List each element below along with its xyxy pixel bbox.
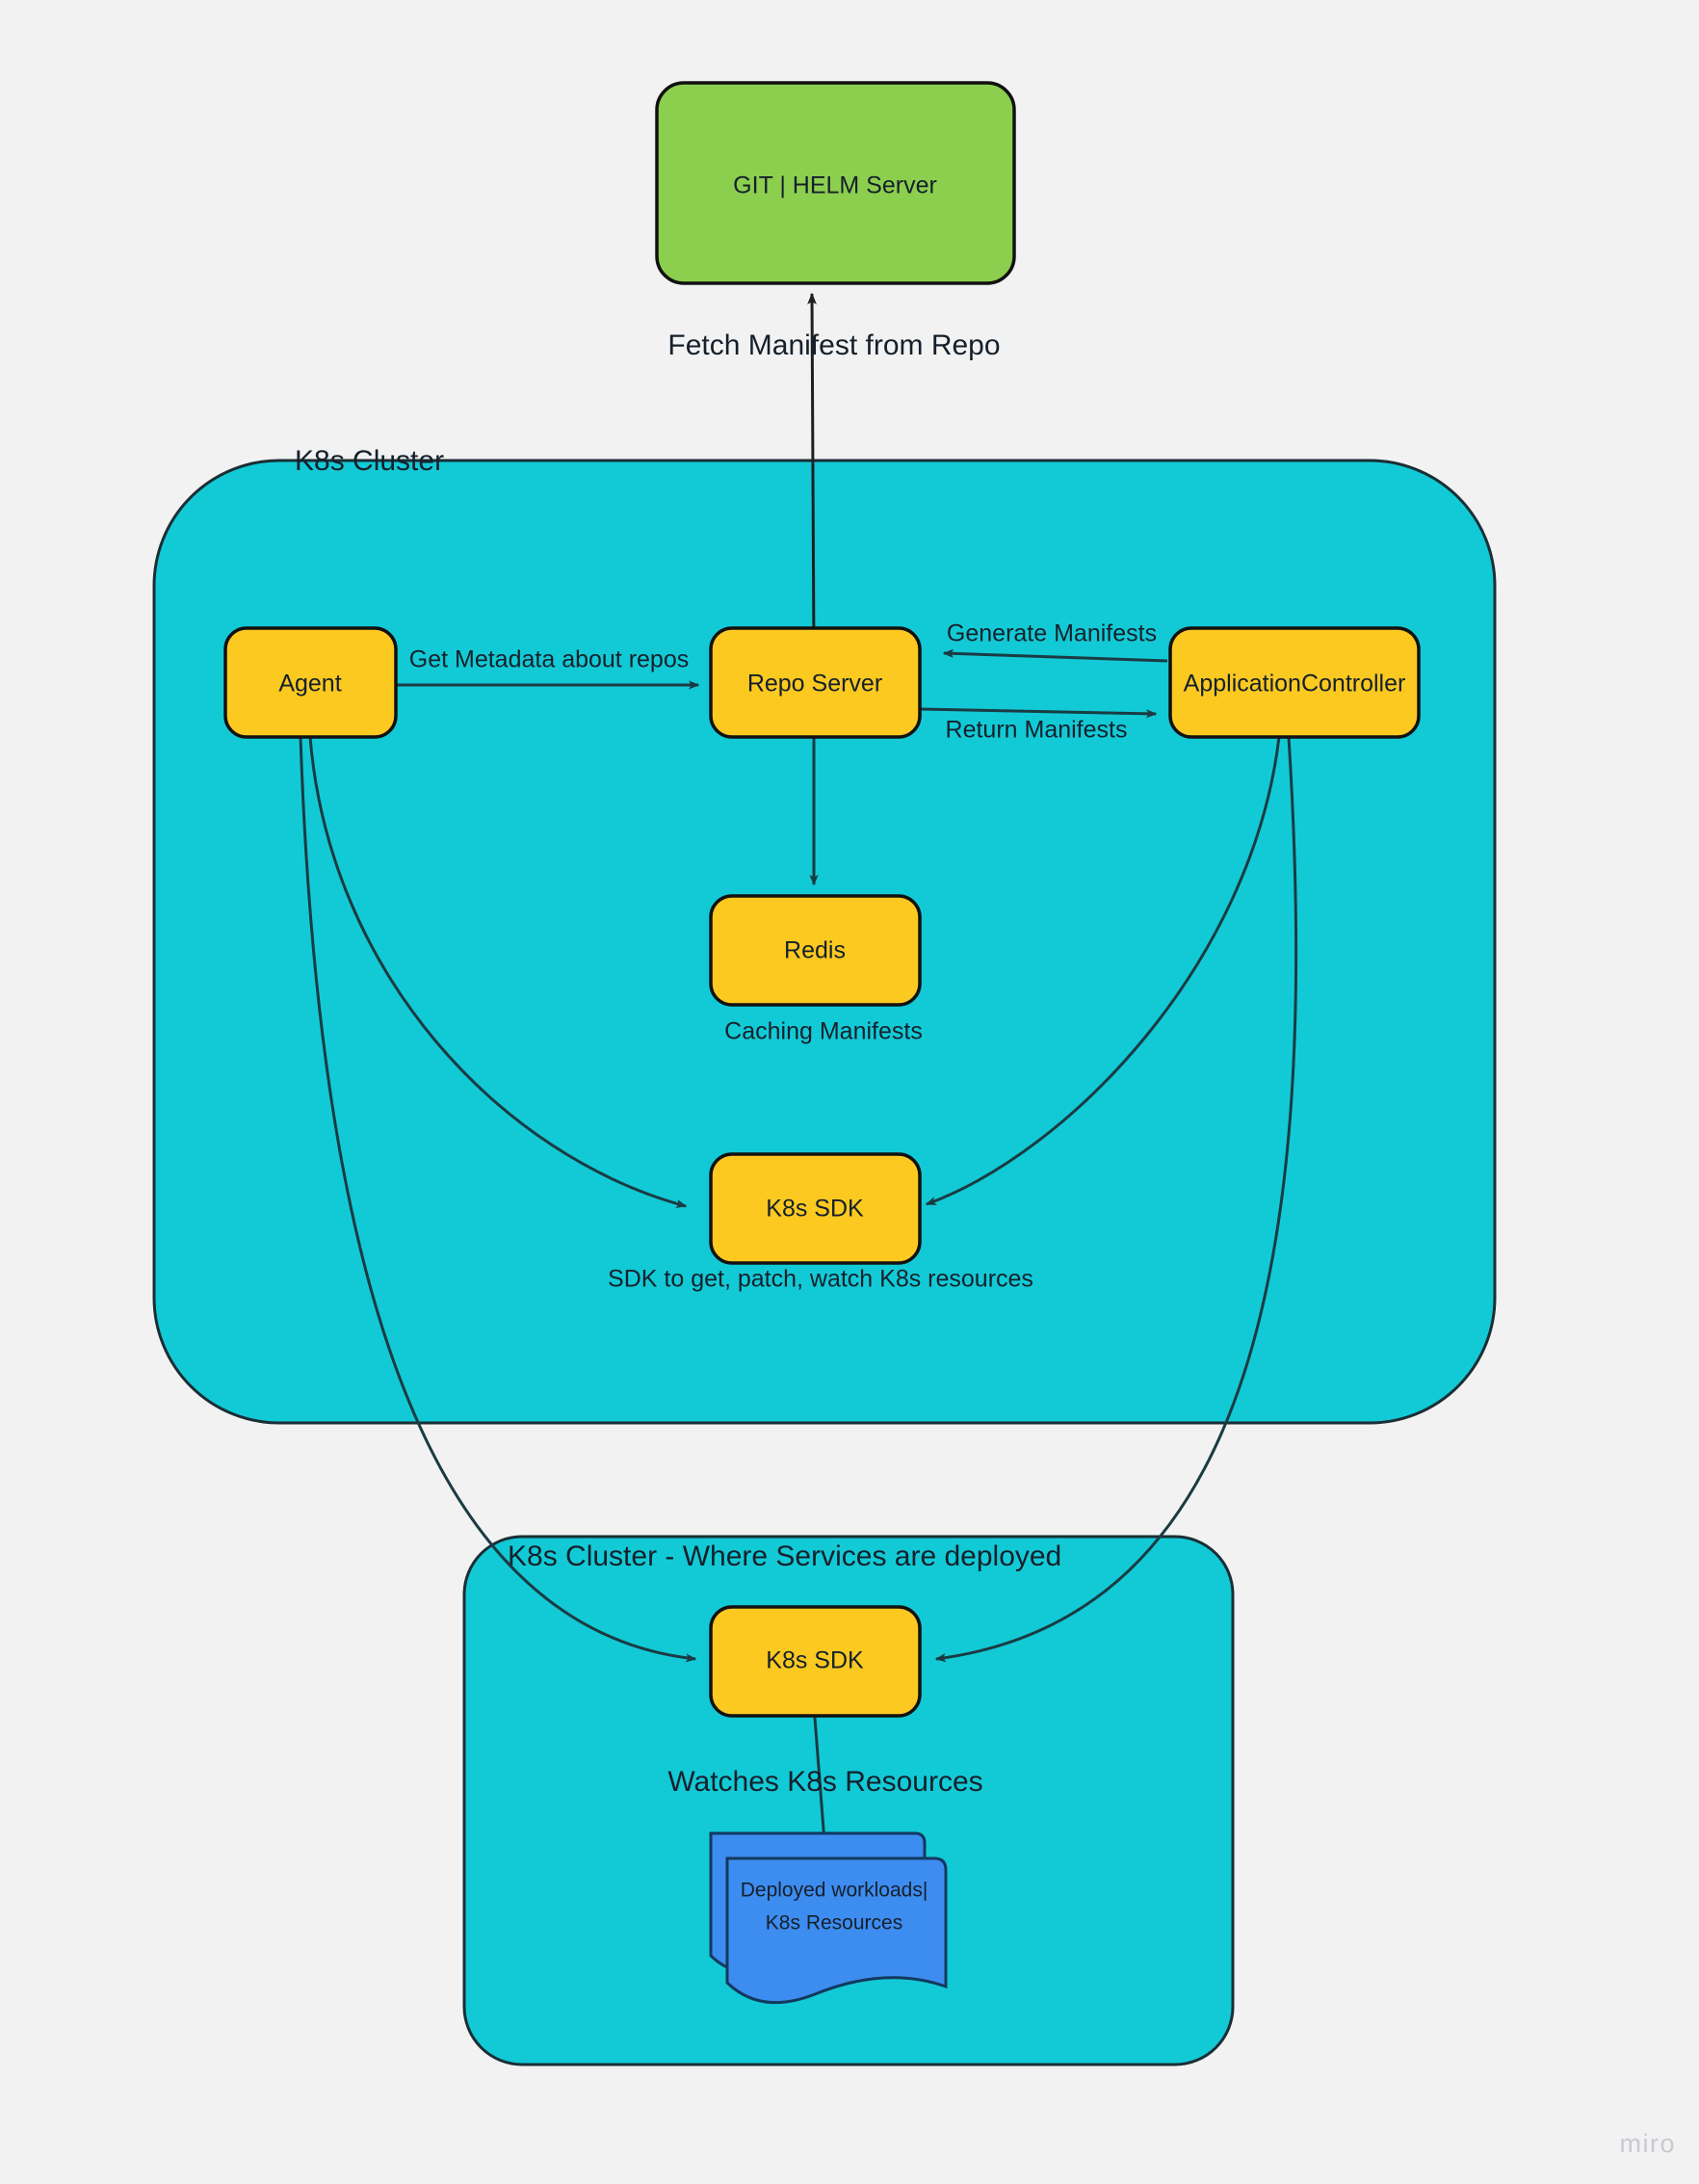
- node-deployed-workloads[interactable]: Deployed workloads| K8s Resources: [709, 1831, 948, 2005]
- edge-label-fetch-manifest: Fetch Manifest from Repo: [667, 329, 1000, 361]
- cluster-k8s-deploy-title: K8s Cluster - Where Services are deploye…: [508, 1540, 1061, 1572]
- edge-controller-to-sdk-main: [925, 736, 1281, 1206]
- node-k8s-sdk-main-label: K8s SDK: [766, 1196, 864, 1223]
- edge-return-manifests: [919, 707, 1158, 719]
- cluster-k8s-main-title: K8s Cluster: [295, 445, 444, 477]
- edge-label-get-metadata: Get Metadata about repos: [409, 646, 689, 673]
- node-redis-box[interactable]: [709, 894, 922, 1007]
- node-repo-server-label: Repo Server: [747, 671, 882, 697]
- node-k8s-sdk-deploy-box[interactable]: [709, 1605, 922, 1718]
- node-redis-label: Redis: [784, 937, 846, 964]
- edge-watches-resources: [812, 1704, 829, 1856]
- edge-agent-to-sdk-deploy: [299, 736, 697, 1663]
- node-k8s-sdk-deploy-label: K8s SDK: [766, 1647, 864, 1674]
- node-deployed-workloads-front-sheet[interactable]: [725, 1856, 948, 2005]
- edge-fetch-manifest: [807, 292, 817, 651]
- node-repo-server[interactable]: Repo Server: [709, 626, 922, 739]
- node-agent-label: Agent: [278, 671, 341, 697]
- node-git-helm-server-label: GIT | HELM Server: [733, 172, 937, 199]
- node-k8s-sdk-main[interactable]: K8s SDK: [709, 1152, 922, 1265]
- edge-generate-manifests: [942, 648, 1168, 663]
- edge-label-generate-manifests: Generate Manifests: [947, 620, 1157, 647]
- node-agent-box[interactable]: [223, 626, 398, 739]
- edge-controller-to-sdk-deploy: [934, 736, 1298, 1663]
- caption-k8s-sdk: SDK to get, patch, watch K8s resources: [608, 1266, 1033, 1293]
- node-k8s-sdk-main-box[interactable]: [709, 1152, 922, 1265]
- cluster-k8s-deploy[interactable]: K8s Cluster - Where Services are deploye…: [462, 1535, 1235, 2066]
- node-repo-server-box[interactable]: [709, 626, 922, 739]
- node-application-controller-box[interactable]: [1168, 626, 1421, 739]
- miro-watermark: miro: [1619, 2129, 1676, 2158]
- node-deployed-workloads-label-line2: K8s Resources: [766, 1912, 902, 1934]
- node-deployed-workloads-label-line1: Deployed workloads|: [741, 1880, 928, 1902]
- edge-label-watches-resources: Watches K8s Resources: [667, 1766, 982, 1798]
- node-git-helm-server[interactable]: GIT | HELM Server: [655, 81, 1016, 285]
- node-k8s-sdk-deploy[interactable]: K8s SDK: [709, 1605, 922, 1718]
- node-redis[interactable]: Redis: [709, 894, 922, 1007]
- cluster-k8s-deploy-body[interactable]: [462, 1535, 1235, 2066]
- caption-redis: Caching Manifests: [724, 1018, 923, 1045]
- edge-label-return-manifests: Return Manifests: [946, 717, 1128, 744]
- node-git-helm-server-box[interactable]: [655, 81, 1016, 285]
- edge-agent-to-sdk-main: [308, 736, 688, 1208]
- node-agent[interactable]: Agent: [223, 626, 398, 739]
- node-application-controller[interactable]: ApplicationController: [1168, 626, 1421, 739]
- node-application-controller-label: ApplicationController: [1184, 671, 1406, 697]
